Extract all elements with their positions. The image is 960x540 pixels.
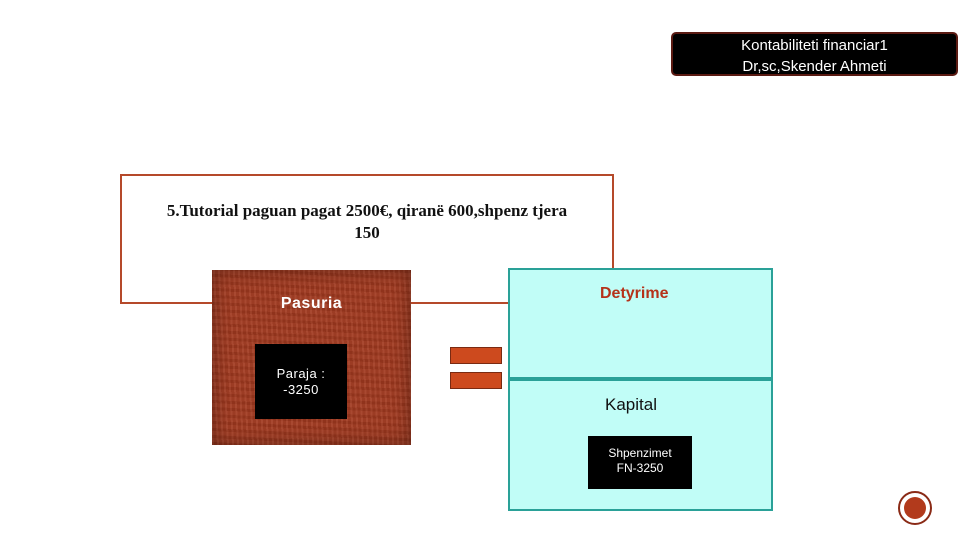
expense-value: FN-3250 <box>616 461 664 475</box>
liabilities-box: Detyrime <box>508 268 773 379</box>
problem-text: 5.Tutorial paguan pagat 2500€, qiranë 60… <box>122 200 612 244</box>
problem-line-1: 5.Tutorial paguan pagat 2500€, qiranë 60… <box>166 201 568 220</box>
cash-label: Paraja : <box>276 366 326 381</box>
equals-sign-top-bar <box>450 347 502 364</box>
equity-box: Kapital Shpenzimet FN-3250 <box>508 379 773 511</box>
equals-sign-bottom-bar <box>450 372 502 389</box>
liabilities-title: Detyrime <box>600 285 669 302</box>
expense-entry: Shpenzimet FN-3250 <box>588 436 692 489</box>
cash-entry: Paraja : -3250 <box>255 344 347 419</box>
page-number-circle-icon <box>898 491 932 525</box>
page-number-circle-inner <box>904 497 926 519</box>
lecturer-name: Dr,sc,Skender Ahmeti <box>742 58 887 75</box>
expense-label: Shpenzimet <box>608 446 672 460</box>
assets-title: Pasuria <box>280 295 343 312</box>
course-title: Kontabiliteti financiar1 <box>741 37 888 54</box>
assets-box: Pasuria Paraja : -3250 <box>212 270 411 445</box>
cash-value: -3250 <box>283 382 319 397</box>
lecture-title-box: Kontabiliteti financiar1 Dr,sc,Skender A… <box>671 32 958 76</box>
equity-title: Kapital <box>605 395 657 414</box>
problem-line-2: 150 <box>354 223 380 242</box>
